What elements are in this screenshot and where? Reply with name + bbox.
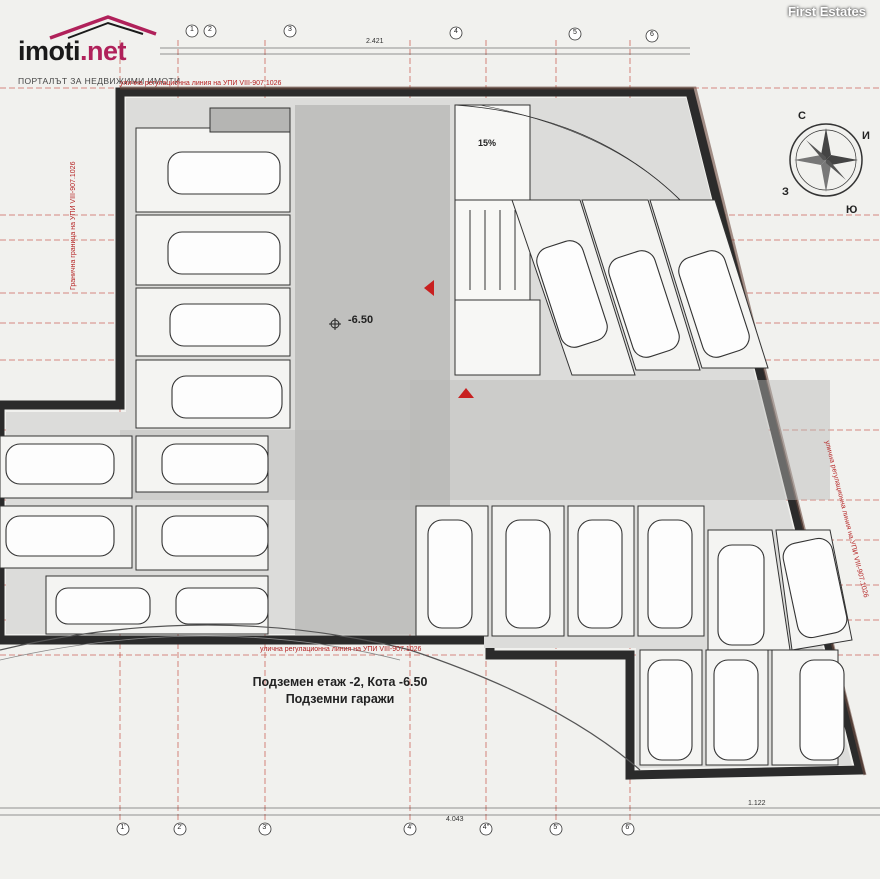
axis-label-bottom: 4'': [482, 824, 490, 831]
axis-label-bottom: 1': [120, 824, 126, 831]
logo-tagline: ПОРТАЛЪТ ЗА НЕДВИЖИМИ ИМОТИ: [18, 76, 181, 86]
street-line-label-bottom: улична регулационна линия на УПИ VIII-90…: [260, 646, 422, 653]
axis-label-top: 1: [190, 26, 194, 33]
logo-wordmark: imoti.net: [18, 36, 127, 66]
boundary-label-left: Гранична граница на УПИ VIII-907.1026: [70, 161, 77, 290]
ramp-slope-label: 15%: [478, 138, 497, 148]
dim-top-total: 2.421: [366, 38, 384, 45]
axis-label-bottom: 3': [262, 824, 268, 831]
compass-east-label: И: [862, 130, 870, 142]
plan-title-line2: Подземни гаражи: [285, 692, 395, 706]
plan-title-line1: Подземен етаж -2, Кота -6.50: [252, 675, 428, 689]
section-arrow-icons: [424, 280, 474, 398]
dim-bottom-total: 4.043: [446, 816, 464, 823]
compass-south-label: Ю: [846, 204, 858, 216]
plan-title: Подземен етаж -2, Кота -6.50 Подземни га…: [200, 674, 480, 708]
street-line-label-top: улична регулационна линия на УПИ VIII-90…: [120, 80, 282, 87]
car-icons: [5, 151, 848, 761]
road-curve: [0, 624, 641, 771]
dim-bottom-right: 1.122: [748, 800, 766, 807]
level-marker-icon: [329, 318, 341, 330]
axis-label-bottom: 6': [625, 824, 631, 831]
compass-west-label: З: [782, 186, 789, 198]
axis-label-bottom: 2': [177, 824, 183, 831]
axis-label-bottom: 4': [407, 824, 413, 831]
level-mark-label: -6.50: [348, 314, 374, 326]
axis-label-top: 2: [208, 26, 212, 33]
compass-icon: [789, 123, 863, 197]
axis-label-top: 3: [288, 26, 292, 33]
axis-label-top: 5: [573, 29, 577, 36]
axis-label-bottom: 5': [553, 824, 559, 831]
house-roof-icon: [49, 15, 157, 40]
compass-north-label: С: [798, 110, 806, 122]
watermark-first-estates: First Estates: [787, 4, 866, 19]
axis-label-top: 4: [454, 28, 458, 35]
imoti-logo[interactable]: imoti.net ПОРТАЛЪТ ЗА НЕДВИЖИМИ ИМОТИ: [8, 8, 181, 88]
axis-label-top: 6: [650, 31, 654, 38]
